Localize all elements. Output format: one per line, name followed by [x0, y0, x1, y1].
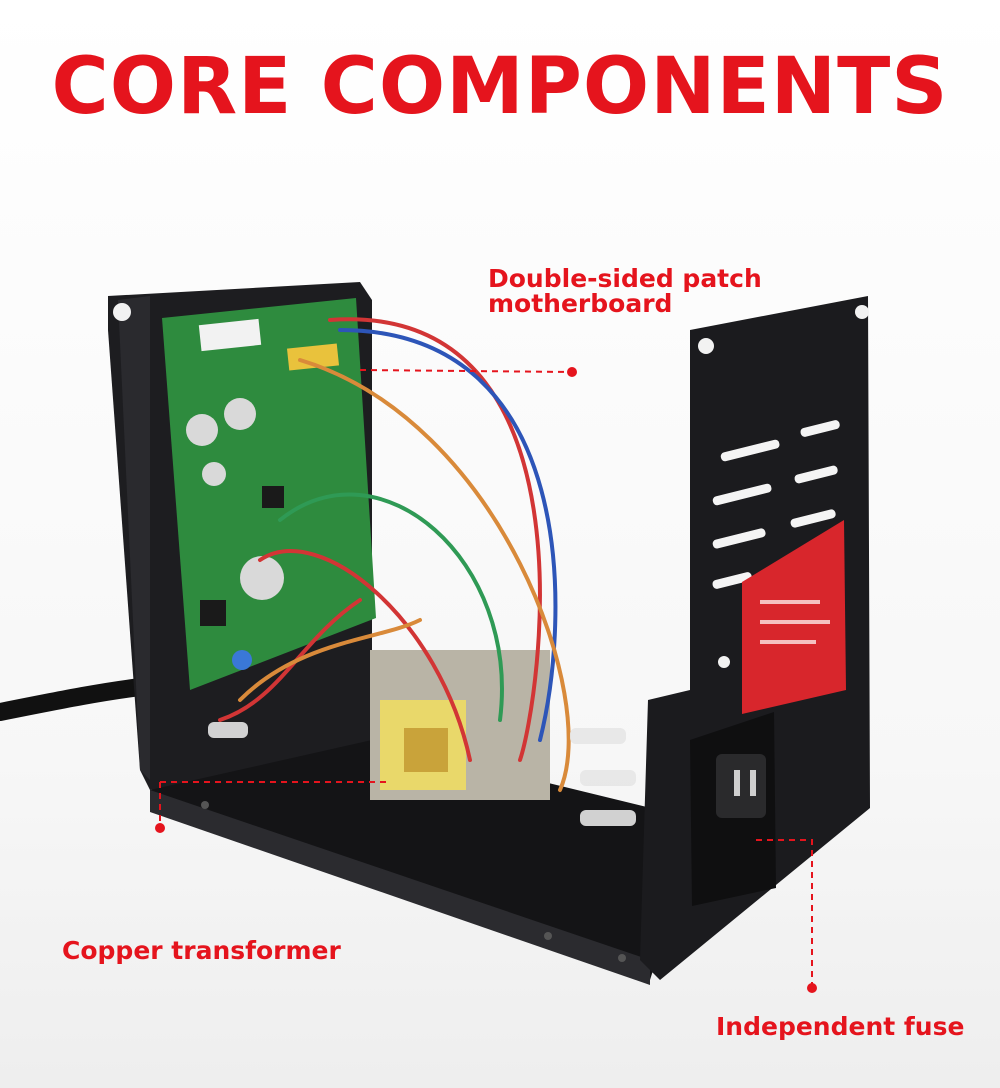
- base-plate: [150, 740, 700, 980]
- vent-slots: [712, 420, 840, 589]
- callout-dot-fuse: [807, 983, 817, 993]
- spec-label: [742, 520, 846, 714]
- callout-motherboard-line1: Double-sided patch: [488, 264, 762, 293]
- callout-motherboard-line2: motherboard: [488, 289, 673, 318]
- callout-transformer: Copper transformer: [62, 936, 341, 965]
- callout-dot-motherboard: [567, 367, 577, 377]
- callout-motherboard: Double-sided patch motherboard: [488, 266, 762, 316]
- page-title: CORE COMPONENTS: [51, 42, 949, 132]
- wire-bundle: [218, 317, 571, 792]
- callout-fuse: Independent fuse: [716, 1012, 965, 1041]
- callout-dot-transformer: [155, 823, 165, 833]
- power-cable: [0, 677, 159, 721]
- callout-leaders: [159, 369, 813, 986]
